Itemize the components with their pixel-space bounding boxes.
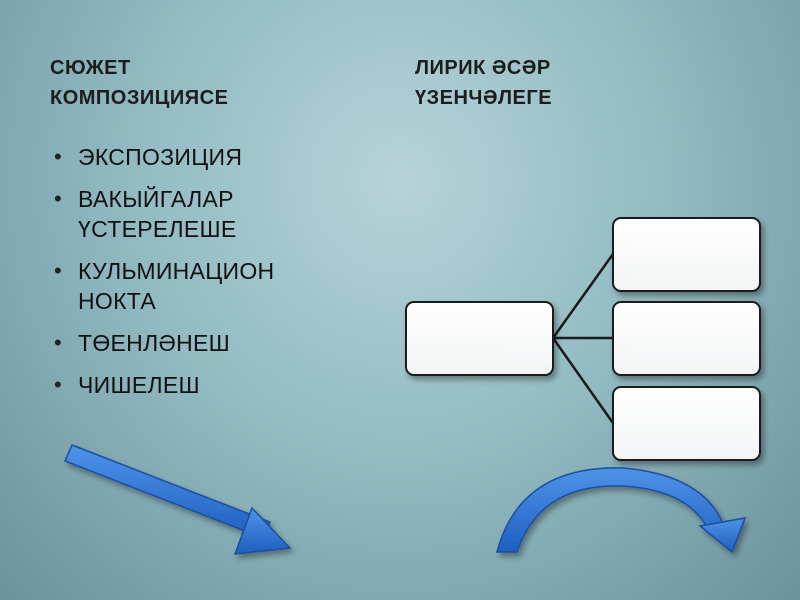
- diagonal-arrow-icon: [63, 444, 292, 555]
- connector-line-bottom: [551, 337, 615, 424]
- diagram-box-top: [612, 217, 761, 292]
- curved-arrow-icon: [496, 467, 747, 554]
- list-item-text: ҮСТЕРЕЛЕШЕ: [78, 216, 237, 242]
- diagram-box-middle: [612, 301, 761, 376]
- plot-elements-list: ЭКСПОЗИЦИЯ ВАКЫЙГАЛАР ҮСТЕРЕЛЕШЕ КУЛЬМИН…: [52, 142, 372, 412]
- heading-right-line-1: ЛИРИК ӘСӘР: [415, 57, 551, 79]
- list-item-complication: ТӨЕНЛӘНЕШ: [52, 328, 372, 358]
- list-item-text: ВАКЫЙГАЛАР: [78, 186, 234, 212]
- list-item-text: ТӨЕНЛӘНЕШ: [78, 330, 231, 356]
- list-item-exposition: ЭКСПОЗИЦИЯ: [52, 142, 372, 172]
- connector-line-top: [551, 253, 615, 339]
- list-item-text: КУЛЬМИНАЦИОН: [78, 258, 275, 284]
- list-item-text: ЭКСПОЗИЦИЯ: [78, 144, 243, 170]
- list-item-climax: КУЛЬМИНАЦИОН НОКТА: [52, 256, 372, 316]
- heading-left-line-1: СЮЖЕТ: [50, 57, 131, 79]
- list-item-rising-action: ВАКЫЙГАЛАР ҮСТЕРЕЛЕШЕ: [52, 184, 372, 244]
- heading-lyric-features: ЛИРИК ӘСӘР ҮЗЕНЧӘЛЕГЕ: [415, 53, 552, 113]
- list-item-text: НОКТА: [78, 288, 157, 314]
- heading-right-line-2: ҮЗЕНЧӘЛЕГЕ: [415, 87, 553, 109]
- list-item-resolution: ЧИШЕЛЕШ: [52, 370, 372, 400]
- diagram-box-bottom: [612, 386, 761, 461]
- heading-left-line-2: КОМПОЗИЦИЯСЕ: [50, 87, 229, 109]
- heading-plot-composition: СЮЖЕТ КОМПОЗИЦИЯСЕ: [50, 53, 228, 113]
- list-item-text: ЧИШЕЛЕШ: [78, 372, 200, 398]
- diagram-box-main: [405, 301, 554, 376]
